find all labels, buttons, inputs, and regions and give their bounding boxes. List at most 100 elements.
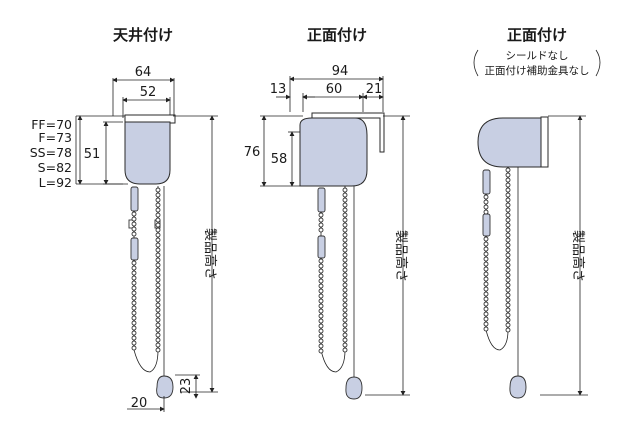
chain-bead <box>505 312 511 318</box>
chain-bead <box>483 276 489 282</box>
chain-bead <box>342 297 348 303</box>
chain-bead <box>155 267 161 273</box>
chain-bead <box>155 227 161 233</box>
headrail-body <box>124 121 171 185</box>
chain-bead <box>483 236 489 242</box>
chain-bead <box>155 187 161 193</box>
chain-bead <box>155 282 161 288</box>
chain-bead <box>342 237 348 243</box>
chain-bead <box>483 296 489 302</box>
chain-bead <box>505 322 511 328</box>
chain-bead <box>342 217 348 223</box>
chain-bead <box>131 345 137 351</box>
chain-bead <box>318 263 324 269</box>
chain-bead <box>131 285 137 291</box>
chain-bead <box>505 257 511 263</box>
height-item: S=82 <box>38 160 72 175</box>
height-list: FF=70 F=73 SS=78 S=82 L=92 <box>30 117 72 190</box>
height-item: SS=78 <box>30 145 72 160</box>
chain-bead <box>342 257 348 263</box>
chain-bead <box>483 204 489 210</box>
chain-bead <box>483 311 489 317</box>
chain-bead <box>483 321 489 327</box>
chain-bead <box>318 328 324 334</box>
product-height-label: 製品高さ <box>202 228 218 280</box>
chain-bead <box>342 332 348 338</box>
dim-ceiling-width-inner: 52 <box>140 85 157 100</box>
chain-bead <box>131 216 137 222</box>
chain-bead <box>483 199 489 205</box>
chain-bead <box>318 338 324 344</box>
chain-bead <box>342 242 348 248</box>
chain-bead <box>342 302 348 308</box>
chain-bead <box>155 202 161 208</box>
chain-bead <box>318 212 324 218</box>
dim-front-height-inner: 58 <box>271 152 288 167</box>
chain-bead <box>505 192 511 198</box>
chain-bead <box>131 211 137 217</box>
dim-ceiling-width-top: 64 <box>135 65 152 80</box>
chain-bead <box>131 335 137 341</box>
chain-bead <box>318 222 324 228</box>
panel-title-front-noshield: 正面付け <box>507 26 567 44</box>
chain-bead <box>155 197 161 203</box>
chain-bead <box>505 287 511 293</box>
chain-bead <box>131 265 137 271</box>
chain-bead <box>342 267 348 273</box>
chain-bead <box>342 202 348 208</box>
ball-chain-noshield <box>482 169 491 237</box>
chain-bead <box>342 222 348 228</box>
chain-bead <box>505 237 511 243</box>
chain-bead <box>131 295 137 301</box>
panel-title-ceiling: 天井付け <box>113 26 173 44</box>
chain-bead <box>483 306 489 312</box>
chain-bead <box>155 347 161 353</box>
chain-bead <box>318 298 324 304</box>
chain-bead <box>131 315 137 321</box>
chain-bead <box>505 327 511 333</box>
chain-bead <box>155 247 161 253</box>
chain-bead <box>505 262 511 268</box>
chain-bead <box>318 268 324 274</box>
chain-bead <box>318 308 324 314</box>
chain-bead <box>342 247 348 253</box>
chain-bead <box>505 292 511 298</box>
dim-front-right: 21 <box>366 82 383 97</box>
cord-weight <box>156 375 174 399</box>
chain-bead <box>155 242 161 248</box>
product-height-label-front: 製品高さ <box>393 230 409 282</box>
chain-bead <box>483 266 489 272</box>
chain-bead <box>155 287 161 293</box>
chain-bead <box>342 277 348 283</box>
chain-bead <box>505 212 511 218</box>
chain-bead <box>505 302 511 308</box>
chain-bead <box>483 256 489 262</box>
chain-bead <box>342 287 348 293</box>
chain-bead <box>342 207 348 213</box>
dim-ceiling-height: 51 <box>84 147 101 162</box>
panel-subtitle-line1: シールドなし <box>506 50 569 62</box>
chain-bead <box>318 288 324 294</box>
cord-weight-noshield <box>509 375 527 399</box>
chain-bead <box>342 262 348 268</box>
chain-bead <box>505 177 511 183</box>
chain-bead <box>505 282 511 288</box>
chain-bead <box>505 317 511 323</box>
chain-bead <box>342 342 348 348</box>
chain-bead <box>505 202 511 208</box>
chain-bead <box>342 292 348 298</box>
panel-front: 正面付け 94 13 60 21 76 58 製品高さ <box>244 26 410 400</box>
chain-bead <box>342 197 348 203</box>
chain-bead <box>155 252 161 258</box>
chain-bead <box>155 277 161 283</box>
headrail-body-noshield <box>477 117 542 168</box>
cord-weight-front <box>345 376 363 400</box>
chain-bead <box>131 300 137 306</box>
dim-front-total: 94 <box>332 64 349 79</box>
chain-bead <box>483 326 489 332</box>
chain-bead <box>505 242 511 248</box>
chain-bead <box>131 325 137 331</box>
chain-bead <box>155 207 161 213</box>
chain-bead <box>131 310 137 316</box>
